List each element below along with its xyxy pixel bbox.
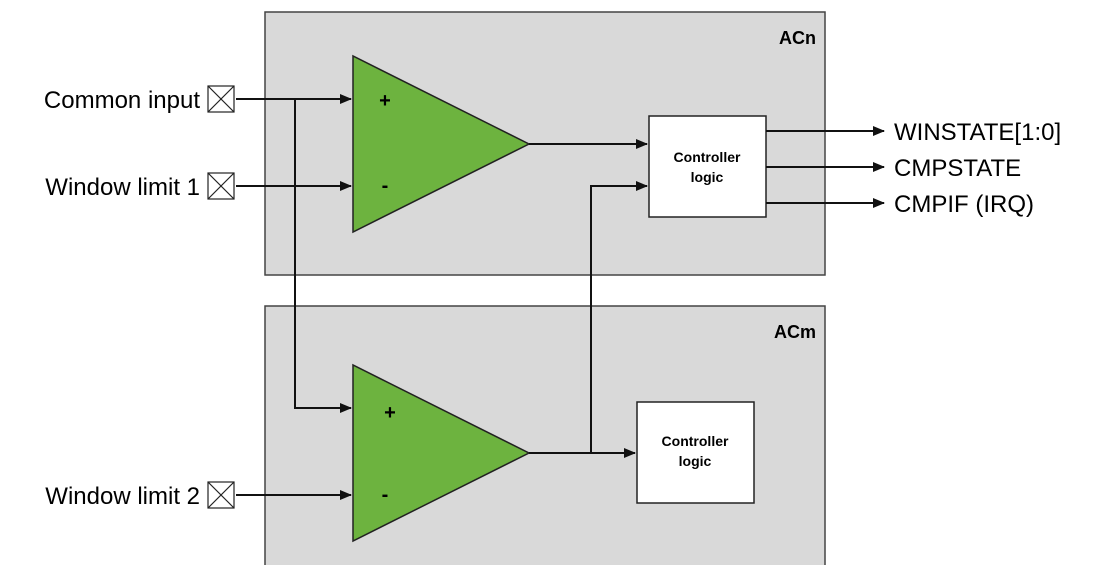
pin-common	[207, 85, 235, 113]
comparator-bottom-minus: -	[382, 484, 389, 506]
input-common-label: Common input	[44, 87, 200, 114]
controller-acm-label-line2: logic	[679, 453, 712, 469]
comparator-top	[352, 54, 531, 234]
pin-limit2	[207, 481, 235, 509]
controller-acm-label-line1: Controller	[662, 433, 729, 449]
pin-common-x2	[207, 85, 235, 113]
controller-acm-box	[636, 401, 755, 504]
output-cmpif-label: CMPIF (IRQ)	[894, 191, 1034, 218]
controller-acm: Controller logic	[636, 401, 755, 504]
wire-common-to-bottom-plus	[294, 99, 352, 413]
pin-limit1-x2	[207, 172, 235, 200]
controller-acn-label-line2: logic	[691, 169, 724, 185]
block-acn-label: ACn	[779, 28, 816, 48]
comparator-bottom-plus: +	[384, 402, 396, 424]
wire-bottom-out-to-top-controller	[590, 181, 648, 453]
wires	[236, 94, 885, 500]
comparator-bottom	[352, 363, 531, 543]
comparator-top-minus: -	[382, 175, 389, 197]
controller-acn-label-line1: Controller	[674, 149, 741, 165]
input-limit2-label: Window limit 2	[45, 483, 200, 510]
block-acm-label: ACm	[774, 322, 816, 342]
output-winstate-label: WINSTATE[1:0]	[894, 119, 1061, 146]
pin-limit2-x2	[207, 481, 235, 509]
comparator-top-plus: +	[379, 90, 391, 112]
pin-limit1	[207, 172, 235, 200]
controller-acn: Controller logic	[648, 115, 767, 218]
controller-acn-box	[648, 115, 767, 218]
output-cmpstate-label: CMPSTATE	[894, 155, 1021, 182]
input-limit1-label: Window limit 1	[45, 174, 200, 201]
